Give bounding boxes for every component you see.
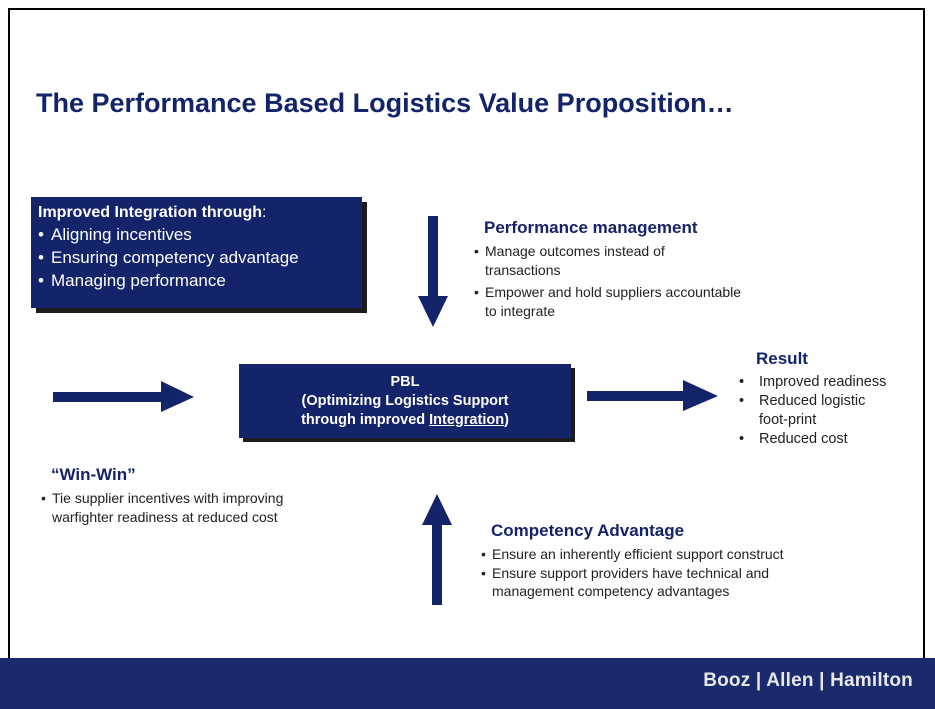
slide-title: The Performance Based Logistics Value Pr…: [36, 88, 734, 118]
competency-advantage-list: Ensure an inherently efficient support c…: [481, 545, 881, 601]
integration-box: Improved Integration through: •Aligning …: [31, 197, 362, 308]
integration-item: •Managing performance: [38, 271, 226, 290]
integration-heading: Improved Integration through:: [38, 204, 362, 222]
result-item: Improved readiness: [737, 373, 917, 392]
result-item: Reduced logistic foot-print: [737, 392, 889, 430]
footer-bar: Booz | Allen | Hamilton: [0, 658, 935, 709]
integration-item: •Ensuring competency advantage: [38, 248, 299, 267]
competency-advantage-item: Ensure an inherently efficient support c…: [481, 545, 881, 564]
pbl-line2: (Optimizing Logistics Support: [301, 393, 509, 409]
win-win-item: Tie supplier incentives with improving w…: [41, 489, 291, 526]
performance-management-heading: Performance management: [484, 218, 698, 237]
pbl-line1: PBL: [390, 374, 420, 390]
integration-link: Integration: [429, 412, 505, 428]
pbl-line3-prefix: through improved: [301, 412, 430, 428]
up-arrow-icon: [422, 494, 452, 605]
integration-item-text: Aligning incentives: [51, 225, 192, 244]
integration-item-text: Managing performance: [51, 271, 226, 290]
performance-management-list: Manage outcomes instead of transactions …: [474, 242, 744, 320]
win-win-list: Tie supplier incentives with improving w…: [41, 489, 291, 526]
competency-advantage-heading: Competency Advantage: [491, 521, 685, 540]
integration-list: •Aligning incentives •Ensuring competenc…: [38, 223, 362, 292]
integration-heading-text: Improved Integration through: [38, 204, 262, 221]
right-arrow-right-icon: [587, 380, 718, 411]
pbl-box: PBL (Optimizing Logistics Support throug…: [239, 364, 571, 438]
down-arrow-icon: [418, 216, 448, 327]
pbl-line3-suffix: ): [504, 412, 509, 428]
right-arrow-left-icon: [53, 381, 194, 412]
integration-item-text: Ensuring competency advantage: [51, 248, 299, 267]
win-win-heading: “Win-Win”: [51, 465, 136, 484]
result-heading: Result: [756, 349, 808, 368]
result-item: Reduced cost: [737, 430, 917, 449]
competency-advantage-item: Ensure support providers have technical …: [481, 564, 832, 601]
result-list: Improved readiness Reduced logistic foot…: [737, 373, 917, 449]
integration-item: •Aligning incentives: [38, 225, 192, 244]
performance-management-item: Empower and hold suppliers accountable t…: [474, 283, 744, 320]
slide-frame: [8, 8, 925, 658]
pbl-line3: through improved Integration): [239, 411, 571, 430]
company-logo: Booz | Allen | Hamilton: [703, 670, 913, 691]
integration-heading-colon: :: [262, 204, 267, 221]
performance-management-item: Manage outcomes instead of transactions: [474, 242, 744, 279]
